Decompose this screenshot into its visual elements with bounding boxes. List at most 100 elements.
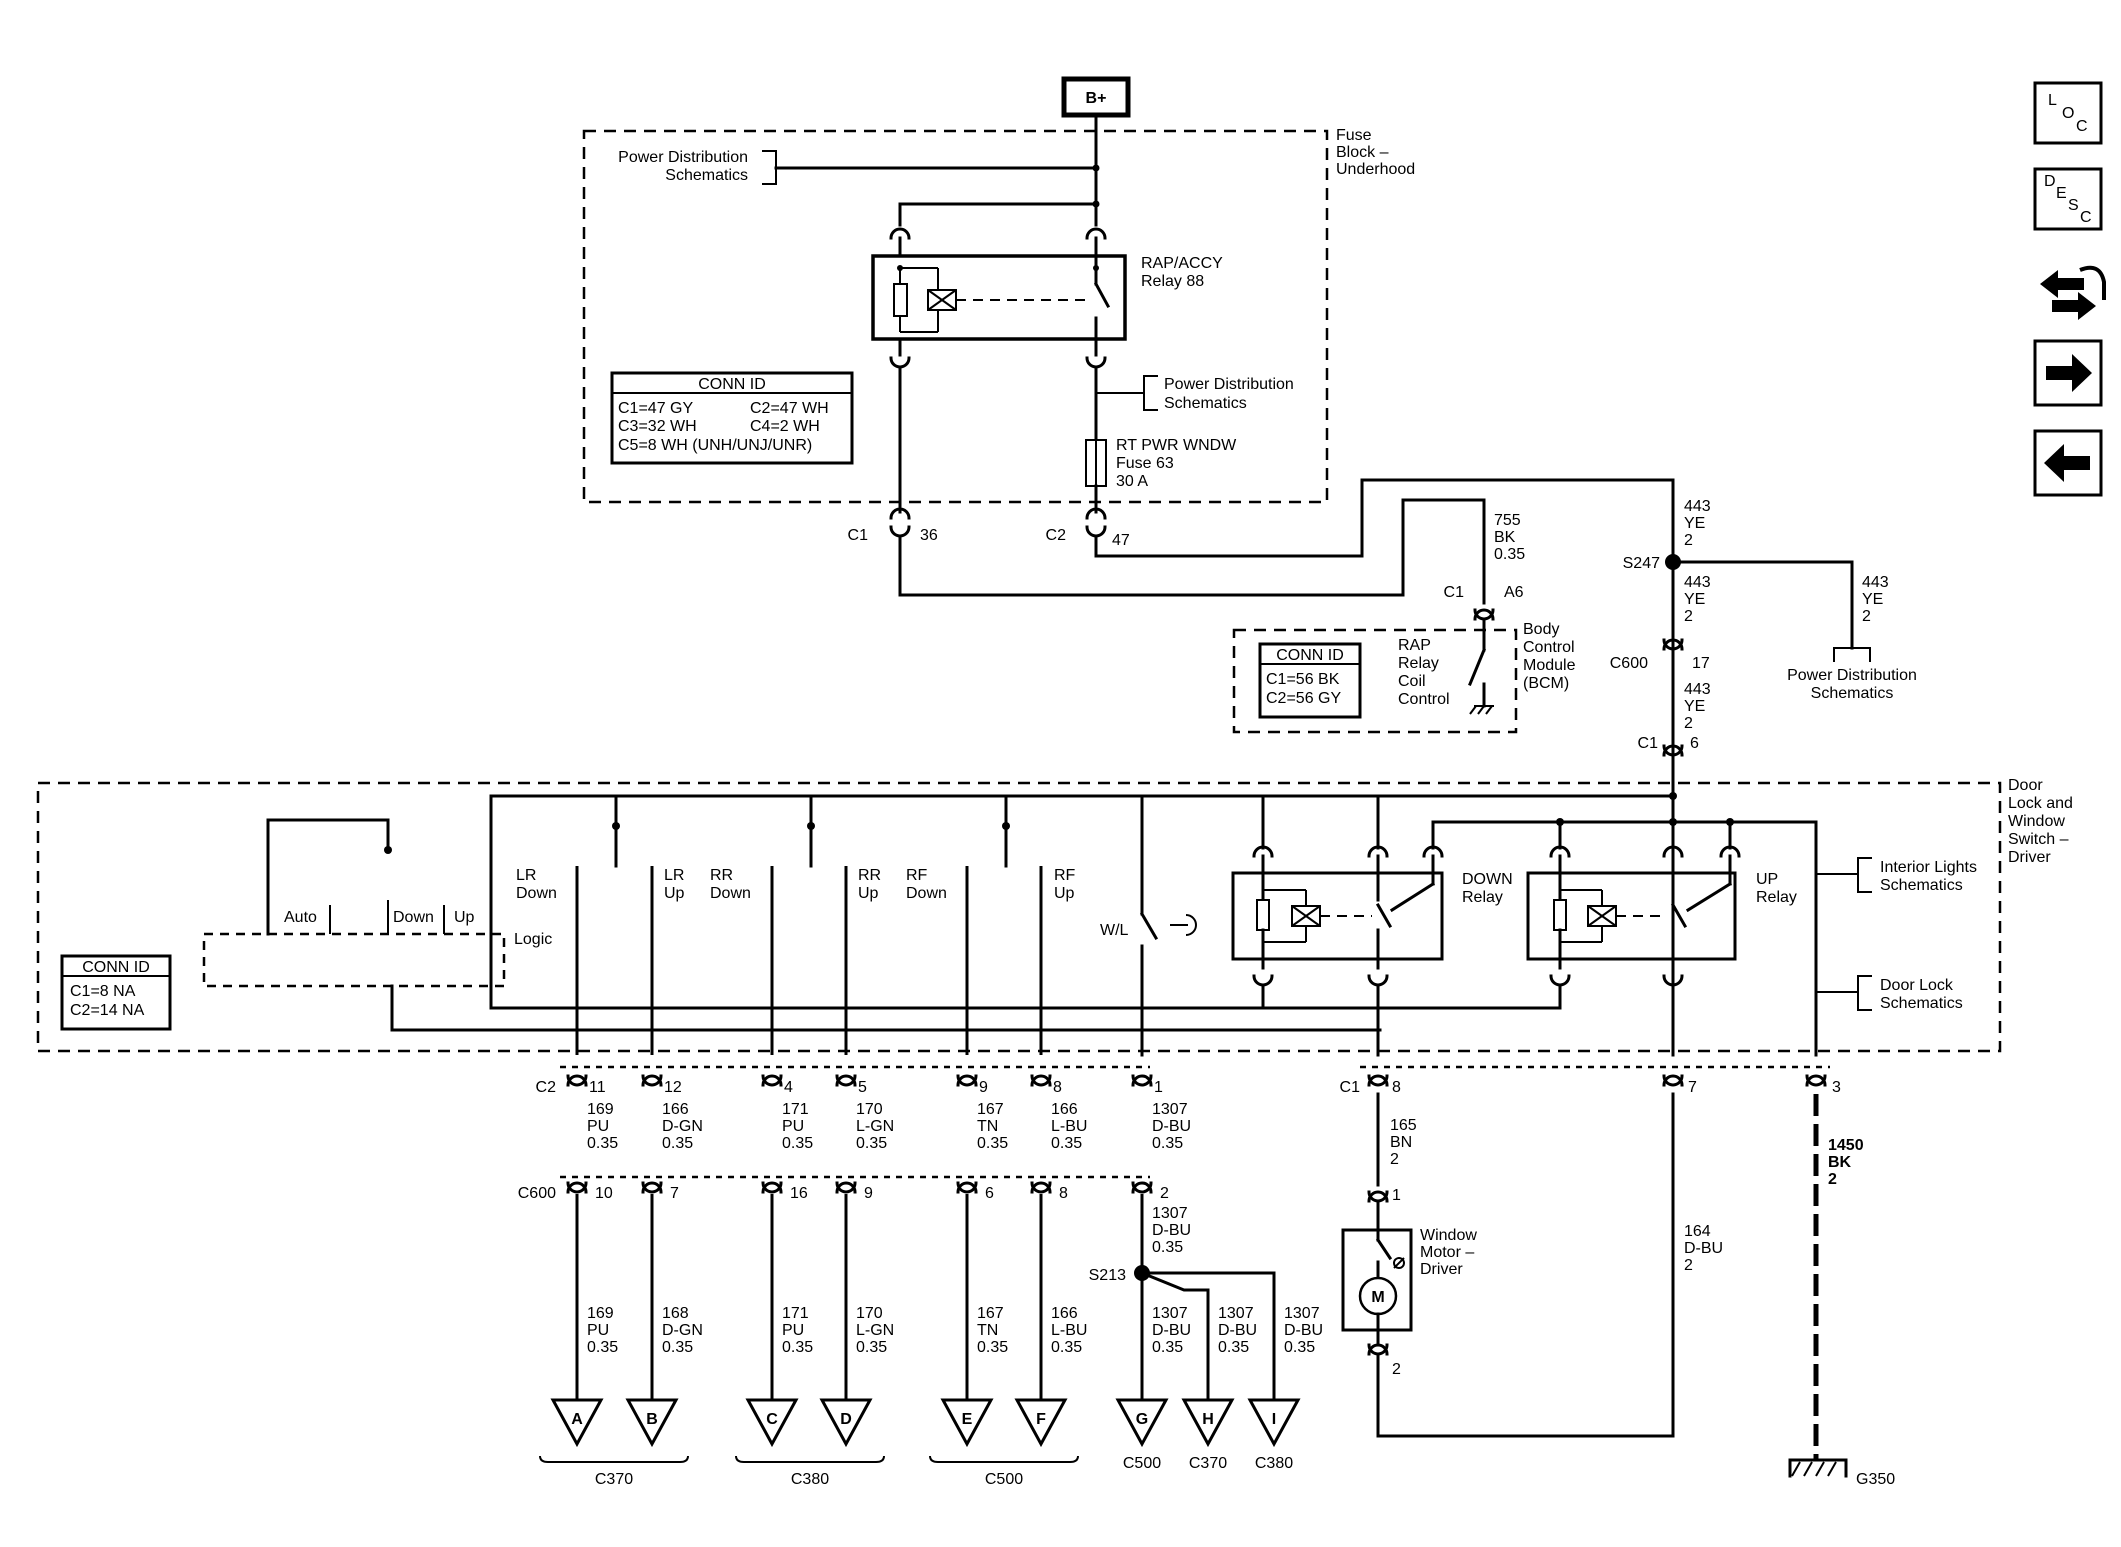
- svg-text:D-BU: D-BU: [1152, 1322, 1191, 1339]
- lower-wire-number: 170: [856, 1305, 883, 1322]
- c600-connector-pin: [956, 1181, 978, 1194]
- fuse-block-outline: [582, 129, 1329, 504]
- svg-text:Relay: Relay: [1462, 889, 1503, 906]
- terminal-letter: F: [1036, 1411, 1046, 1428]
- svg-text:443: 443: [1862, 574, 1889, 591]
- svg-text:RR: RR: [710, 867, 733, 884]
- svg-text:Down: Down: [393, 909, 434, 926]
- terminal-letter: A: [571, 1411, 583, 1428]
- svg-text:L: L: [2048, 92, 2057, 109]
- c2-wire-number: 1307: [1152, 1101, 1188, 1118]
- svg-text:RR: RR: [858, 867, 881, 884]
- terminal-letter: E: [962, 1411, 973, 1428]
- svg-text:LR: LR: [516, 867, 536, 884]
- lower-wire-color: L-BU: [1051, 1322, 1087, 1339]
- svg-text:D-BU: D-BU: [1152, 1222, 1191, 1239]
- c1-connector-pin: [1662, 1074, 1684, 1087]
- svg-text:165: 165: [1390, 1117, 1417, 1134]
- svg-text:1307: 1307: [1152, 1205, 1188, 1222]
- c2-pin-label: 11: [589, 1079, 606, 1096]
- svg-text:LR: LR: [664, 867, 684, 884]
- svg-text:BK: BK: [1494, 529, 1516, 546]
- c2-wire-number: 166: [662, 1101, 689, 1118]
- svg-text:(BCM): (BCM): [1523, 675, 1569, 692]
- battery-supply-label: B+: [1086, 90, 1107, 107]
- terminal-triangle: [1181, 1398, 1235, 1448]
- c2-wire-color: L-BU: [1051, 1118, 1087, 1135]
- c2-connector-row: 11169PU0.3512166D-GN0.354171PU0.355170L-…: [566, 1074, 1827, 1152]
- svg-text:D-BU: D-BU: [1218, 1322, 1257, 1339]
- previous-page-button[interactable]: [2033, 429, 2103, 497]
- rap-relay-name-1: RAP/ACCY: [1141, 255, 1223, 272]
- svg-text:Down: Down: [710, 885, 751, 902]
- lower-wire-color: PU: [782, 1322, 804, 1339]
- lower-wire-number: 166: [1051, 1305, 1078, 1322]
- c2-wire-size: 0.35: [662, 1135, 693, 1152]
- svg-text:CONN ID: CONN ID: [82, 959, 150, 976]
- svg-text:C2: C2: [1046, 527, 1067, 544]
- lower-wire-color: D-GN: [662, 1322, 703, 1339]
- svg-text:D-BU: D-BU: [1684, 1240, 1723, 1257]
- svg-text:2: 2: [1684, 715, 1693, 732]
- svg-text:Relay: Relay: [1756, 889, 1797, 906]
- svg-text:2: 2: [1684, 1257, 1693, 1274]
- c2-connector-pin: [956, 1074, 978, 1087]
- svg-text:0.35: 0.35: [1152, 1339, 1183, 1356]
- svg-text:C: C: [2076, 118, 2088, 135]
- up-relay: [1526, 871, 1737, 961]
- svg-text:8: 8: [1392, 1079, 1401, 1096]
- c2-pin-label: 4: [784, 1079, 793, 1096]
- logic-module: [202, 932, 506, 988]
- c600-connector-pin: [566, 1181, 588, 1194]
- lower-wire-number: 168: [662, 1305, 689, 1322]
- loc-button[interactable]: L O C: [2033, 81, 2103, 145]
- c600-connector-pin: [1030, 1181, 1052, 1194]
- door-lock-window-switch-outline: [36, 781, 2002, 1053]
- svg-text:BK: BK: [1828, 1154, 1852, 1171]
- c2-wire-color: D-BU: [1152, 1118, 1191, 1135]
- svg-text:S: S: [2068, 197, 2079, 214]
- lower-wire-size: 0.35: [662, 1339, 693, 1356]
- svg-text:UP: UP: [1756, 871, 1778, 888]
- c600-pin-label: 10: [595, 1185, 613, 1202]
- svg-text:0.35: 0.35: [1152, 1239, 1183, 1256]
- c2-pin-label: 12: [664, 1079, 682, 1096]
- svg-text:0.35: 0.35: [1494, 546, 1525, 563]
- c2-wire-number: 167: [977, 1101, 1004, 1118]
- svg-text:47: 47: [1112, 532, 1130, 549]
- c2-connector-pin: [1131, 1074, 1153, 1087]
- next-page-button[interactable]: [2033, 339, 2103, 407]
- desc-button[interactable]: D E S C: [2033, 167, 2103, 231]
- terminal-triangle: [940, 1398, 994, 1448]
- c600-connector-pin: [835, 1181, 857, 1194]
- svg-text:BN: BN: [1390, 1134, 1412, 1151]
- rap-relay-name-2: Relay 88: [1141, 273, 1204, 290]
- c600-pin-label: 8: [1059, 1185, 1068, 1202]
- svg-text:6: 6: [1690, 735, 1699, 752]
- c600-connector-pin: [761, 1181, 783, 1194]
- lower-wire-color: L-GN: [856, 1322, 894, 1339]
- svg-text:Motor –: Motor –: [1420, 1244, 1474, 1261]
- lower-wire-number: 167: [977, 1305, 1004, 1322]
- c2-wire-size: 0.35: [782, 1135, 813, 1152]
- svg-text:Door Lock: Door Lock: [1880, 977, 1954, 994]
- c1-connector-pin: [1805, 1074, 1827, 1087]
- svg-text:A6: A6: [1504, 584, 1524, 601]
- svg-text:36: 36: [920, 527, 938, 544]
- fuse-label-1: RT PWR WNDW: [1116, 437, 1237, 454]
- c2-connector-pin: [566, 1074, 588, 1087]
- svg-text:M: M: [1371, 1289, 1384, 1306]
- c2-wire-number: 166: [1051, 1101, 1078, 1118]
- connector-swap-icon[interactable]: [2040, 265, 2106, 320]
- svg-text:RF: RF: [1054, 867, 1076, 884]
- svg-text:C500: C500: [985, 1471, 1023, 1488]
- terminal-letter: D: [840, 1411, 852, 1428]
- svg-text:C500: C500: [1123, 1455, 1161, 1472]
- svg-text:7: 7: [1688, 1079, 1697, 1096]
- svg-text:Up: Up: [454, 909, 475, 926]
- svg-text:C380: C380: [791, 1471, 829, 1488]
- svg-text:Up: Up: [1054, 885, 1075, 902]
- terminal-letter: B: [646, 1411, 658, 1428]
